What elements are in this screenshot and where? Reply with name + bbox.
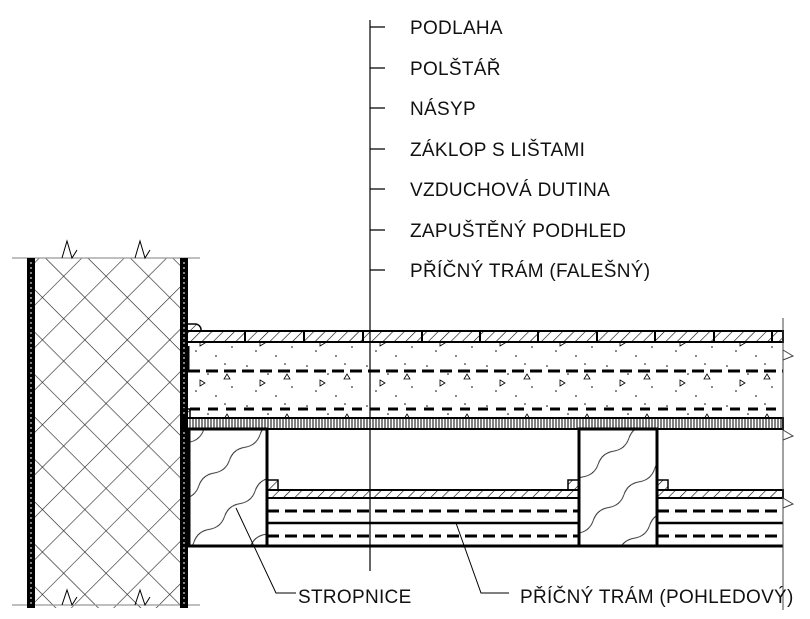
wall	[12, 239, 200, 608]
label-stropnice: STROPNICE	[298, 587, 412, 608]
label-podlaha: PODLAHA	[410, 18, 503, 39]
label-nasyp: NÁSYP	[410, 99, 476, 120]
break-line	[782, 318, 795, 610]
beam-leader	[455, 522, 509, 594]
label-polstar: POLŠTÁŘ	[410, 58, 501, 80]
floor-boards	[186, 323, 784, 343]
label-zapusteny-podhled: ZAPUŠTĚNÝ PODHLED	[410, 220, 626, 242]
label-pricny-tram-falesny: PŘÍČNÝ TRÁM (FALEŠNÝ)	[410, 260, 650, 282]
joist-middle	[577, 427, 659, 548]
layer-leader	[369, 20, 385, 571]
joist-left	[187, 427, 269, 548]
ceiling-boards	[180, 417, 784, 430]
fill-layer	[180, 342, 783, 420]
label-zaklop: ZÁKLOP S LIŠTAMI	[410, 139, 585, 161]
label-pricny-tram-pohledovy: PŘÍČNÝ TRÁM (POHLEDOVÝ)	[520, 586, 794, 608]
joist-leader	[235, 507, 296, 594]
label-vzduchova-dutina: VZDUCHOVÁ DUTINA	[410, 180, 610, 201]
recessed-ceiling	[188, 479, 784, 548]
